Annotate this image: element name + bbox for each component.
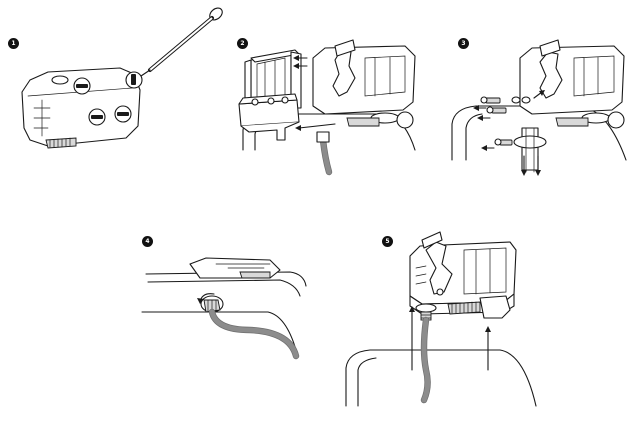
mount-housing-icon	[21, 67, 143, 149]
step-2-panel: 2	[215, 0, 430, 180]
step-3-panel: 3	[430, 0, 644, 180]
mounted-housing-icon	[519, 39, 625, 129]
arrow-up-icon	[409, 306, 491, 371]
step-1-badge: 1	[8, 38, 19, 49]
step-4-illustration	[141, 257, 307, 360]
housing-assembly-icon	[409, 231, 517, 319]
step-4-badge: 4	[142, 236, 153, 247]
step-5-badge: 5	[382, 236, 393, 247]
step-1-illustration	[21, 7, 223, 149]
step-2-badge: 2	[237, 38, 248, 49]
step-5-panel: 5	[330, 220, 550, 429]
step-2-illustration	[238, 39, 416, 176]
screw-icon	[480, 96, 531, 146]
bottom-bracket-icon	[238, 93, 300, 141]
step-4-panel: 4	[120, 220, 330, 429]
step-1-panel: 1	[0, 0, 223, 180]
step-3-badge: 3	[458, 38, 469, 49]
arrow-left-icon	[473, 90, 545, 151]
connector-icon	[200, 295, 224, 313]
step-3-illustration	[451, 39, 627, 176]
step-5-illustration	[345, 231, 537, 407]
screwdriver-icon	[137, 7, 223, 79]
mounted-housing-icon	[312, 39, 416, 129]
arrow-left-icon	[293, 55, 336, 131]
